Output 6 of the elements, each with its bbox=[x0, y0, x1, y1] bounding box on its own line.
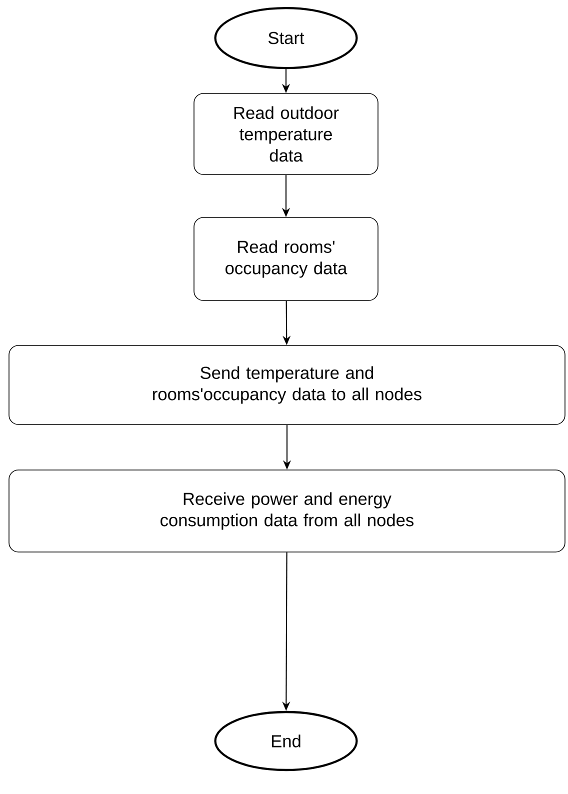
process-box: Read outdoor temperature data bbox=[194, 93, 378, 175]
process-box: Receive power and energy consumption data from all nodes bbox=[8, 470, 566, 552]
process-box: Read rooms' occupancy data bbox=[194, 217, 378, 301]
terminal-oval: Start bbox=[214, 6, 358, 70]
process-box: Send temperature and rooms'occupancy data to all nodes bbox=[8, 345, 566, 425]
terminal-oval: End bbox=[214, 710, 358, 772]
